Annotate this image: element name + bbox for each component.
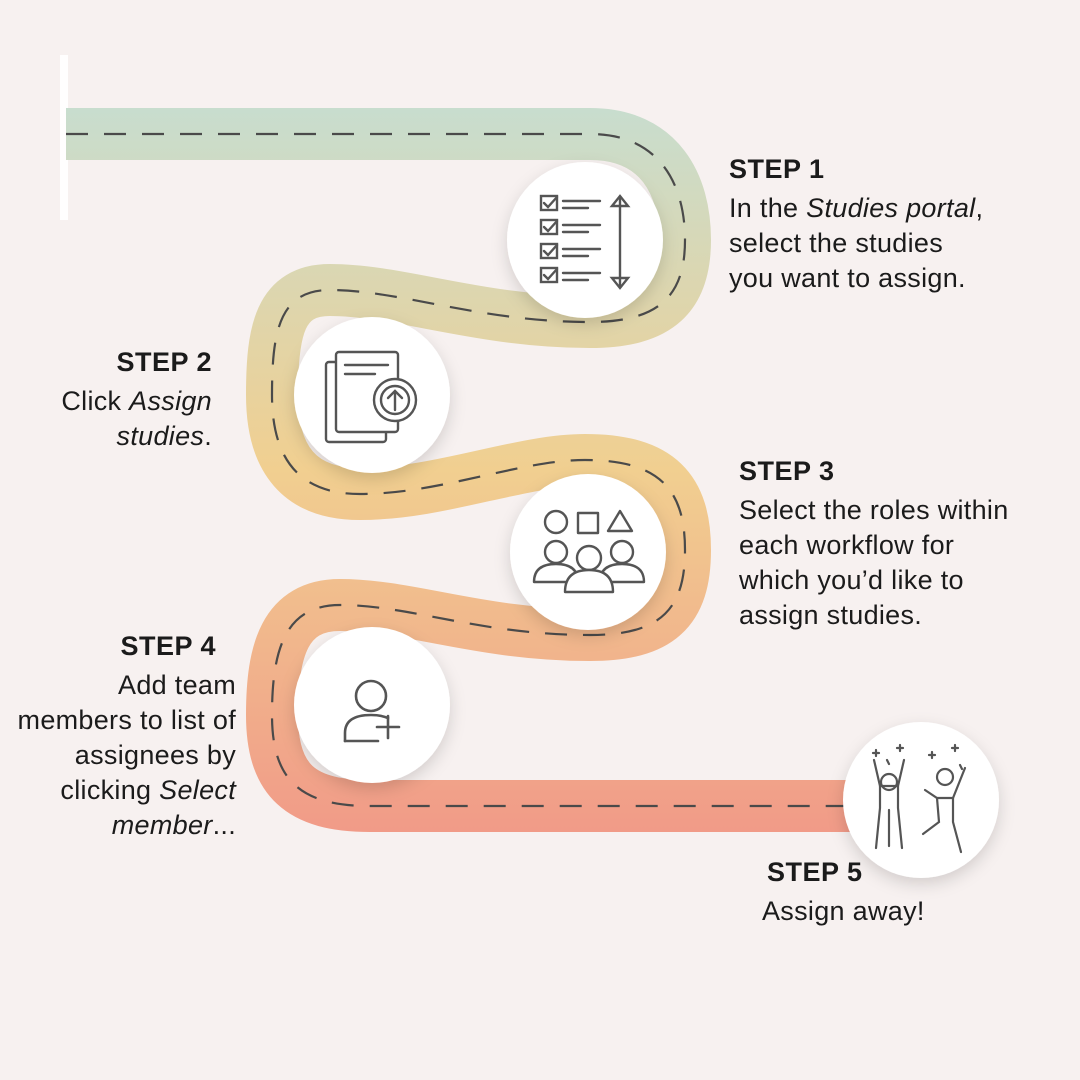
- step-1-heading: STEP 1: [729, 154, 825, 184]
- add-user-icon: [343, 679, 401, 743]
- step-2-text-part: .: [204, 421, 212, 451]
- step-1-emphasis: Studies portal: [806, 193, 976, 223]
- step-3-text: STEP 3 Select the roles within each work…: [739, 456, 1009, 633]
- step-2-heading: STEP 2: [116, 347, 212, 377]
- step-5-icon-circle: [843, 722, 999, 878]
- step-4-icon-circle: [294, 627, 450, 783]
- step-1-description: In the Studies portal, select the studie…: [729, 191, 989, 296]
- step-4-text-part: ...: [212, 810, 236, 840]
- step-5-description: Assign away!: [762, 896, 925, 926]
- road: [66, 108, 900, 832]
- step-4-description: Add team members to list of assignees by…: [5, 668, 236, 843]
- celebrating-people-icon: [871, 743, 967, 854]
- step-4-emphasis: Select member: [111, 775, 236, 840]
- step-3-heading: STEP 3: [739, 456, 835, 486]
- step-5-heading: STEP 5: [767, 857, 863, 887]
- step-1-text: STEP 1 In the Studies portal, select the…: [729, 154, 989, 296]
- checklist-icon: [539, 194, 631, 290]
- step-1-text-part: In the: [729, 193, 807, 223]
- step-2-emphasis: Assign studies: [116, 386, 212, 451]
- step-4-heading: STEP 4: [120, 631, 216, 661]
- step-1-text-part: , select the studies you want to assign.: [729, 193, 984, 293]
- group-roles-icon: [532, 509, 646, 594]
- step-2-text-part: Click: [61, 386, 130, 416]
- step-2-text: STEP 2 Click Assign studies.: [20, 347, 212, 454]
- step-4-text-part: Add team members to list of assignees by…: [17, 670, 236, 805]
- document-upload-icon: [324, 350, 418, 444]
- road-start-wall: [60, 55, 68, 220]
- step-5-text: STEP 5 Assign away!: [762, 857, 982, 929]
- step-2-description: Click Assign studies.: [20, 384, 212, 454]
- step-1-icon-circle: [507, 162, 663, 318]
- step-3-description: Select the roles within each workflow fo…: [739, 495, 1009, 630]
- step-4-text: STEP 4 Add team members to list of assig…: [5, 631, 236, 843]
